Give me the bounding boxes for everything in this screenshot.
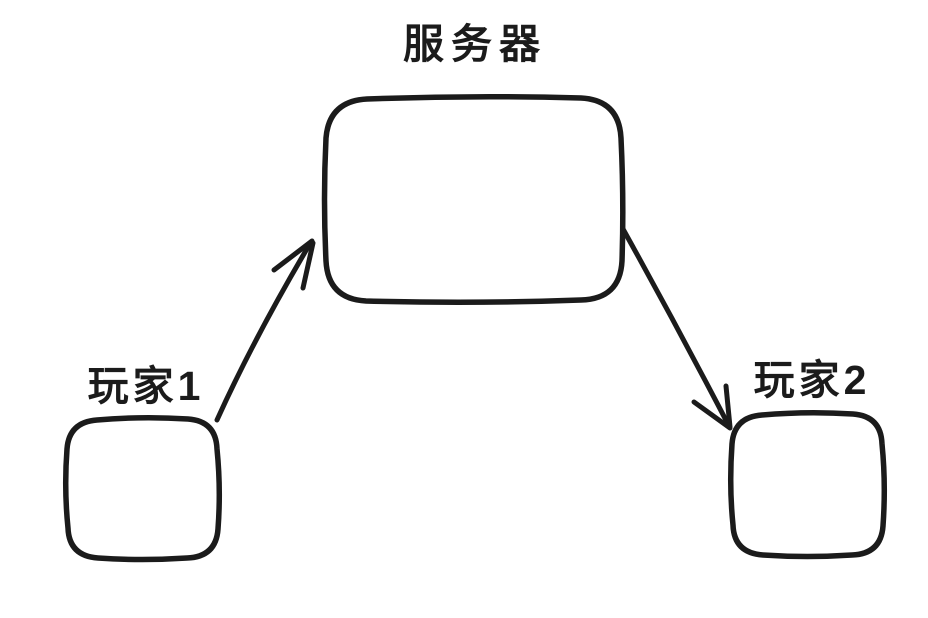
arrow-server-to-player2: [620, 226, 733, 431]
player1-node-box: [62, 414, 223, 563]
server-node-box: [321, 93, 626, 306]
arrow-server-to-player2-shaft: [620, 226, 732, 429]
arrow-player1-to-server: [214, 238, 316, 423]
arrow-server-to-player2-head: [691, 383, 733, 431]
player1-node-label: 玩家1: [88, 363, 205, 409]
arrow-player1-to-server-shaft: [214, 239, 314, 423]
player2-node-label: 玩家2: [754, 357, 871, 403]
player2-node-box: [727, 409, 888, 560]
arrow-player1-to-server-head: [271, 238, 316, 291]
server-node-label: 服务器: [403, 21, 547, 67]
